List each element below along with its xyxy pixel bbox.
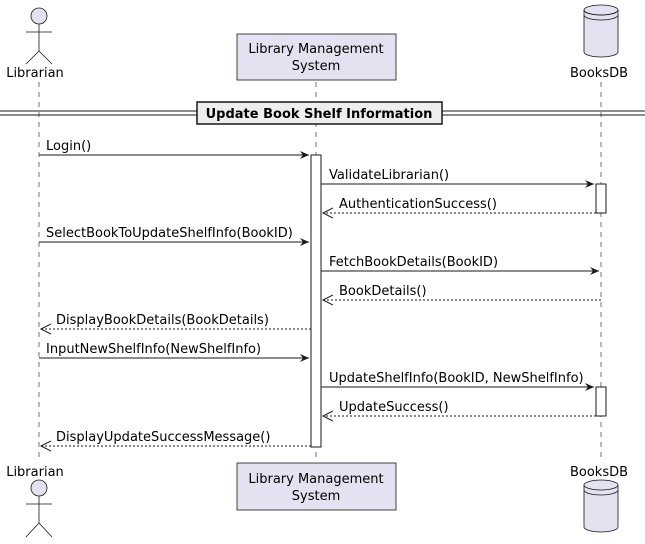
message-label: DisplayBookDetails(BookDetails): [56, 313, 269, 328]
booksdb-activation-update: [595, 386, 607, 417]
booksdb-label-bottom: BooksDB: [570, 465, 628, 480]
system-participant-bottom: Library Management System: [236, 462, 397, 511]
message-update-shelf-info: UpdateShelfInfo(BookID, NewShelfInfo): [321, 371, 594, 391]
message-label: BookDetails(): [339, 284, 427, 299]
message-label: DisplayUpdateSuccessMessage(): [56, 430, 270, 445]
message-label: Login(): [46, 139, 91, 154]
system-label-line1-bottom: Library Management: [248, 472, 383, 487]
message-select-book: SelectBookToUpdateShelfInfo(BookID): [39, 226, 309, 246]
message-authentication-success: AuthenticationSuccess(): [323, 197, 596, 213]
librarian-label-top: Librarian: [6, 66, 64, 81]
message-display-update-success: DisplayUpdateSuccessMessage(): [41, 430, 311, 446]
divider-title: Update Book Shelf Information: [206, 107, 433, 122]
message-label: SelectBookToUpdateShelfInfo(BookID): [46, 226, 293, 241]
librarian-actor-bottom: Librarian: [6, 465, 64, 538]
booksdb-database-bottom: BooksDB: [570, 465, 628, 533]
system-label-line2-top: System: [292, 59, 340, 74]
librarian-actor-top: Librarian: [6, 7, 64, 81]
message-validate-librarian: ValidateLibrarian(): [321, 168, 594, 188]
message-book-details: BookDetails(): [323, 284, 601, 300]
message-update-success: UpdateSuccess(): [323, 400, 596, 416]
message-login: Login(): [39, 139, 309, 159]
message-label: UpdateShelfInfo(BookID, NewShelfInfo): [329, 371, 584, 386]
booksdb-database-top: BooksDB: [570, 4, 628, 81]
message-label: ValidateLibrarian(): [329, 168, 449, 183]
message-label: AuthenticationSuccess(): [339, 197, 497, 212]
message-input-new-shelf-info: InputNewShelfInfo(NewShelfInfo): [39, 342, 309, 362]
system-activation-bar: [310, 154, 322, 448]
booksdb-activation-validate: [595, 183, 607, 214]
section-divider: Update Book Shelf Information: [0, 101, 645, 125]
message-label: UpdateSuccess(): [339, 400, 449, 415]
message-display-book-details: DisplayBookDetails(BookDetails): [41, 313, 311, 329]
system-label-line1-top: Library Management: [248, 42, 383, 57]
message-fetch-book-details: FetchBookDetails(BookID): [321, 255, 599, 275]
message-label: InputNewShelfInfo(NewShelfInfo): [46, 342, 261, 357]
librarian-label-bottom: Librarian: [6, 465, 64, 480]
system-label-line2-bottom: System: [292, 489, 340, 504]
booksdb-label-top: BooksDB: [570, 66, 628, 81]
message-label: FetchBookDetails(BookID): [329, 255, 498, 270]
system-participant-top: Library Management System: [236, 33, 397, 81]
